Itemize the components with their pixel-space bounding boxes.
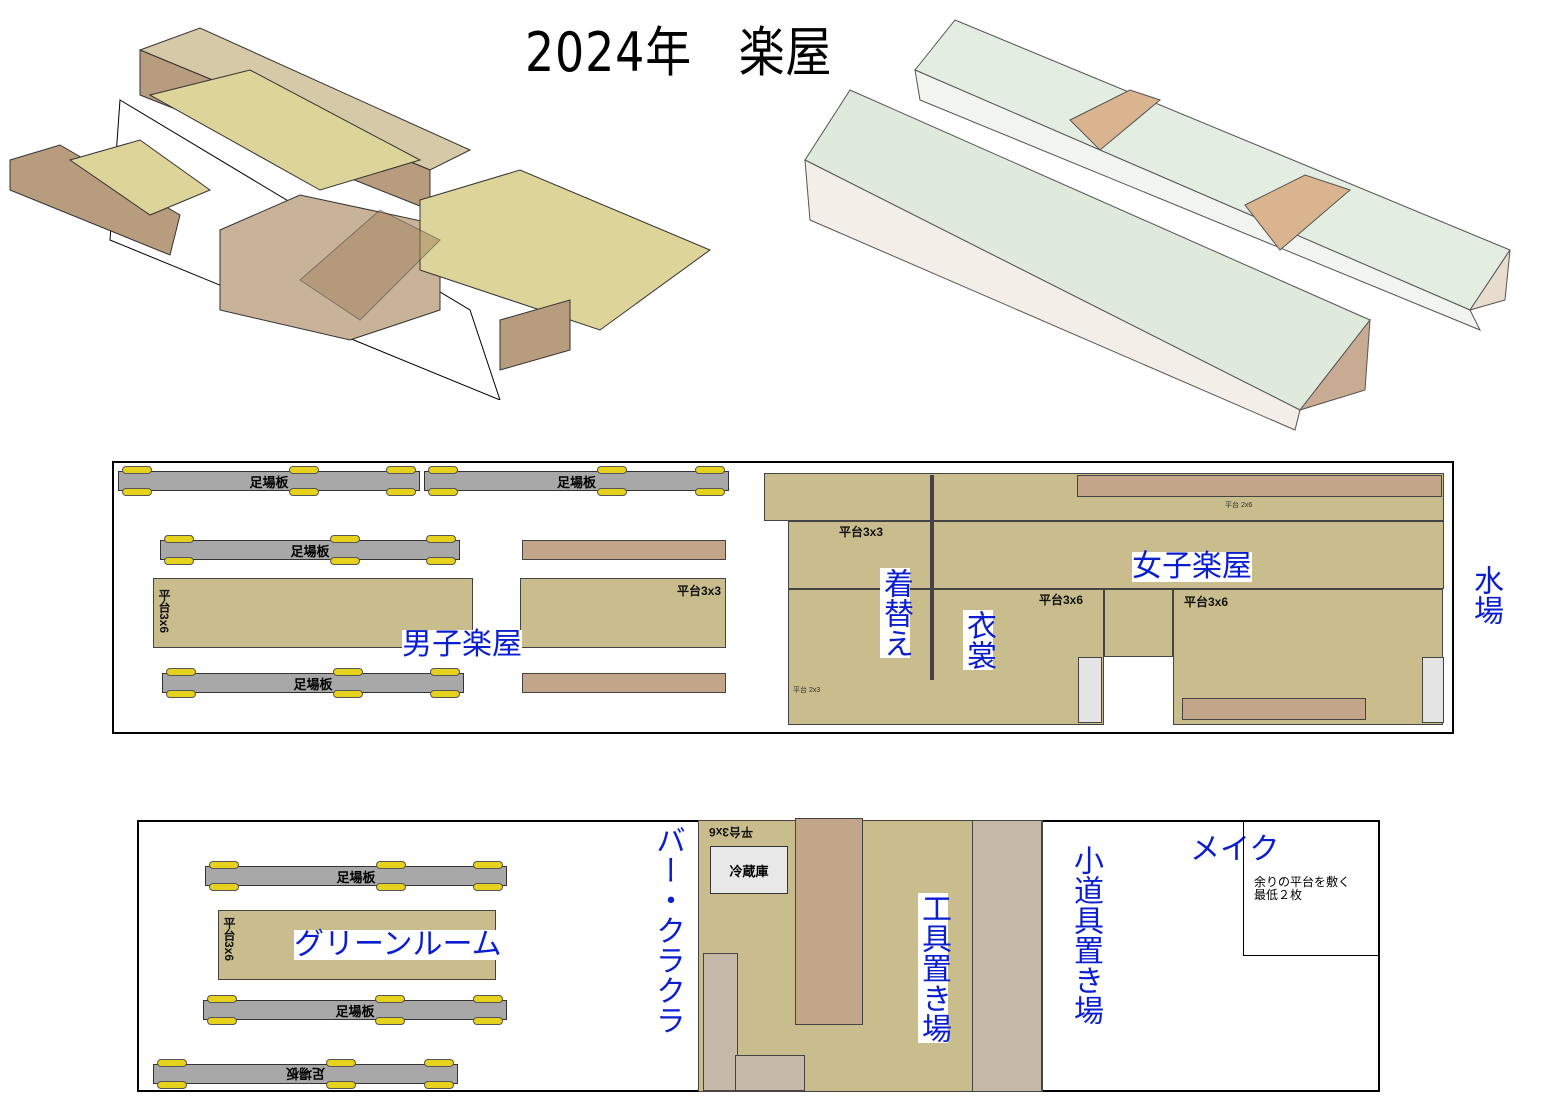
scaffold-label: 足場板 <box>335 1003 375 1019</box>
bar-label: バー・クラクラ <box>650 825 685 1035</box>
scaffold-board: 足場板 <box>205 866 507 886</box>
platform-label: 平台 2x3 <box>793 687 821 694</box>
makeup-label: メイク <box>1190 832 1280 867</box>
scaffold-support <box>386 488 416 496</box>
tent-render <box>804 19 1511 431</box>
scaffold-support <box>330 535 360 543</box>
green-room-label: グリーンルーム <box>294 927 502 962</box>
scaffold-support <box>473 883 503 891</box>
scaffold-board: 足場板 <box>153 1064 458 1084</box>
platform-label: 平台3x6 <box>222 917 236 962</box>
scaffold-support <box>426 535 456 543</box>
scaffold-support <box>122 466 152 474</box>
changing-label: 着替え <box>878 568 913 658</box>
platform-label: 平台3x6 <box>157 589 171 634</box>
scaffold-support <box>289 466 319 474</box>
fridge-label: 冷蔵庫 <box>729 863 769 879</box>
men-room-label: 男子楽屋 <box>402 627 522 662</box>
scaffold-support <box>325 1059 356 1067</box>
makeup-note-line: 余りの平台を敷く <box>1254 875 1351 889</box>
isometric-dressing-room-render <box>9 27 712 400</box>
scaffold-support <box>164 557 194 565</box>
scaffold-label: 足場板 <box>249 474 289 490</box>
scaffold-support <box>166 690 196 698</box>
scaffold-label: 足場板 <box>336 869 376 885</box>
scaffold-support <box>333 668 363 676</box>
scaffold-label: 足場板 <box>290 543 330 559</box>
scaffold-label: 足場板 <box>285 1065 325 1081</box>
props-storage-label: 小道具置き場 <box>1068 845 1103 1025</box>
scaffold-support <box>166 668 196 676</box>
scaffold-label: 足場板 <box>293 676 333 692</box>
counter <box>735 1055 805 1091</box>
makeup-area: 余りの平台を敷く最低２枚 <box>1243 822 1380 956</box>
women-room-label: 女子楽屋 <box>1132 549 1252 584</box>
scaffold-support <box>164 535 194 543</box>
platform-row: 平台3x6 平台 2x3 <box>788 589 1104 725</box>
bench <box>522 673 726 693</box>
scaffold-support <box>209 883 239 891</box>
scaffold-board: 足場板 <box>118 471 420 491</box>
scaffold-support <box>473 861 503 869</box>
platform-label: 平台3x3 <box>839 525 884 539</box>
scaffold-label: 足場板 <box>556 474 596 490</box>
platform-label: 平台3x6 <box>1184 595 1229 609</box>
page-title: 2024年 楽屋 <box>525 21 833 84</box>
scaffold-support <box>596 488 627 496</box>
scaffold-support <box>695 466 725 474</box>
scaffold-support <box>428 466 458 474</box>
scaffold-support <box>375 1017 405 1025</box>
makeup-note: 余りの平台を敷く最低２枚 <box>1254 876 1350 902</box>
scaffold-support <box>209 861 239 869</box>
scaffold-support <box>207 995 237 1003</box>
table <box>795 818 863 1025</box>
scaffold-support <box>473 995 503 1003</box>
scaffold-board: 足場板 <box>160 540 460 560</box>
makeup-note-line: 最低２枚 <box>1254 888 1303 902</box>
scaffold-support <box>386 466 416 474</box>
scaffold-support <box>430 690 460 698</box>
platform <box>1104 589 1173 657</box>
scaffold-support <box>426 557 456 565</box>
scaffold-support <box>430 668 460 676</box>
scaffold-support <box>376 861 406 869</box>
platform-label: 平台3x6 <box>709 825 754 839</box>
bench <box>1077 475 1442 497</box>
scaffold-support <box>325 1081 356 1089</box>
water-area-label: 水場 <box>1468 565 1503 625</box>
scaffold-board: 足場板 <box>203 1000 507 1020</box>
scaffold-support <box>473 1017 503 1025</box>
scaffold-support <box>330 557 360 565</box>
scaffold-board: 足場板 <box>162 673 464 693</box>
scaffold-support <box>424 1081 454 1089</box>
platform-group: 平台3x3 <box>520 578 726 648</box>
scaffold-support <box>424 1059 454 1067</box>
platform-label: 平台3x6 <box>1039 593 1084 607</box>
scaffold-support <box>207 1017 237 1025</box>
bench <box>522 540 726 560</box>
scaffold-support <box>376 883 406 891</box>
scaffold-support <box>695 488 725 496</box>
bench <box>1182 698 1366 720</box>
scaffold-support <box>596 466 627 474</box>
partition <box>930 475 934 680</box>
platform-label: 平台3x3 <box>676 584 721 598</box>
scaffold-support <box>289 488 319 496</box>
scaffold-support <box>428 488 458 496</box>
rack <box>1422 657 1444 723</box>
scaffold-support <box>122 488 152 496</box>
tool-storage-label: 工具置き場 <box>916 893 951 1043</box>
scaffold-support <box>157 1081 187 1089</box>
scaffold-support <box>157 1059 187 1067</box>
rack <box>1078 657 1102 723</box>
scaffold-board: 足場板 <box>424 471 729 491</box>
scaffold-support <box>333 690 363 698</box>
costume-label: 衣裳 <box>961 610 996 670</box>
counter <box>703 953 738 1091</box>
shelf <box>972 820 1042 1092</box>
fridge: 冷蔵庫 <box>710 846 788 894</box>
scaffold-support <box>375 995 405 1003</box>
platform-label: 平台 2x6 <box>1225 502 1253 509</box>
